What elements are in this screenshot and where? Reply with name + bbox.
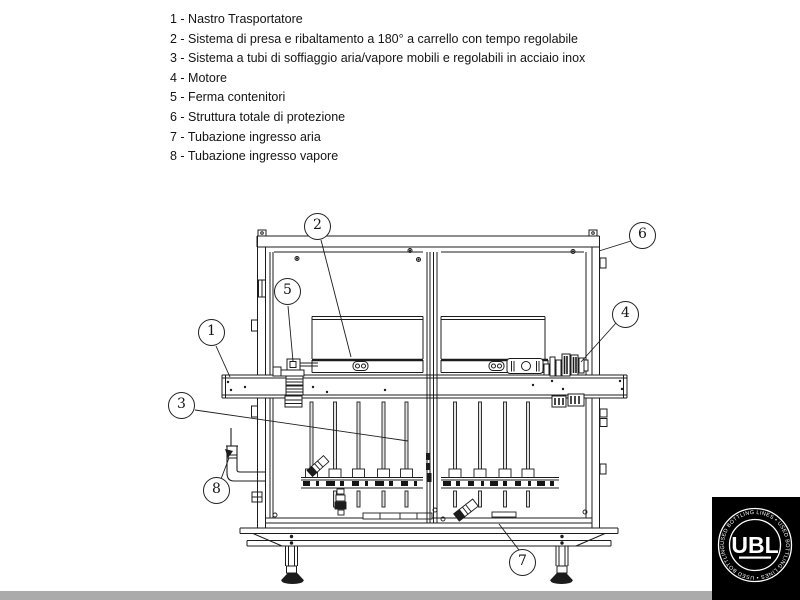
logo-inner-circle <box>728 518 782 572</box>
leader-line-7 <box>498 523 520 551</box>
leader-line-8 <box>220 457 230 480</box>
legend-item-4: 4 - Motore <box>170 70 227 85</box>
legend-item-2: 2 - Sistema di presa e ribaltamento a 18… <box>170 31 578 46</box>
valve-center <box>334 488 347 516</box>
legend-item-7: 7 - Tubazione ingresso aria <box>170 129 321 144</box>
steam-pipe <box>225 428 266 482</box>
valve-left <box>306 455 330 477</box>
callout-5: 5 <box>274 278 301 305</box>
logo-background <box>712 497 800 600</box>
conveyor <box>221 374 628 399</box>
leader-line-6 <box>598 240 632 252</box>
panel-screws <box>294 248 576 262</box>
leader-line-5 <box>287 305 294 362</box>
motor <box>543 353 589 408</box>
container-stopper <box>272 358 318 408</box>
legend-item-5: 5 - Ferma contenitori <box>170 90 286 105</box>
callout-2: 2 <box>304 213 331 240</box>
legend-item-6: 6 - Struttura totale di protezione <box>170 109 346 124</box>
central-divider <box>426 252 438 523</box>
legend-item-3: 3 - Sistema a tubi di soffiaggio aria/va… <box>170 51 586 66</box>
legend-item-8: 8 - Tubazione ingresso vapore <box>170 149 339 164</box>
leader-line-2 <box>320 239 352 358</box>
valve-right <box>453 498 479 522</box>
callout-1: 1 <box>198 319 225 346</box>
leader-line-4 <box>580 322 617 363</box>
legend: 1 - Nastro Trasportatore 2 - Sistema di … <box>170 10 585 167</box>
ubl-logo: USED BOTTLING LINES • USED BOTTLING LINE… <box>710 493 800 600</box>
carriage-backdrop <box>311 316 546 359</box>
logo-underline <box>739 556 771 559</box>
callout-6: 6 <box>629 222 656 249</box>
callout-7: 7 <box>509 549 536 576</box>
callout-8: 8 <box>203 477 230 504</box>
leader-lines <box>194 239 632 551</box>
callout-3: 3 <box>168 392 195 419</box>
logo-outer-circle <box>717 507 793 583</box>
bottom-bar <box>0 591 800 600</box>
leader-line-1 <box>215 345 231 378</box>
blowing-tubes <box>272 401 588 522</box>
leader-line-3 <box>194 409 409 442</box>
legend-item-1: 1 - Nastro Trasportatore <box>170 12 303 26</box>
callout-4: 4 <box>612 301 639 328</box>
logo-monogram: UBL <box>731 532 778 558</box>
